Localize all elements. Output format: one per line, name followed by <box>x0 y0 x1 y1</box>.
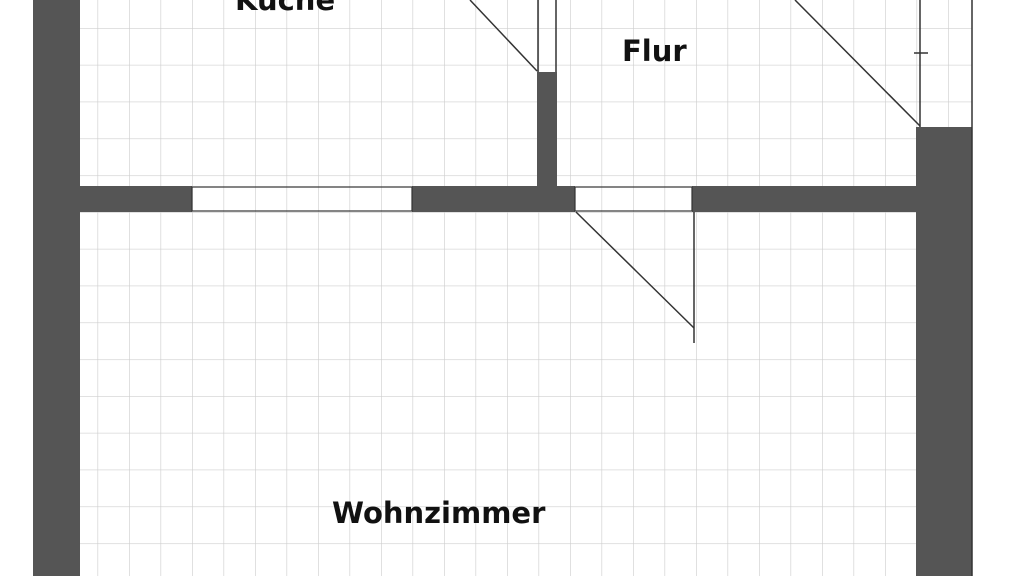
room-label-hallway: Flur <box>622 34 687 68</box>
middle-wall-right <box>692 186 916 212</box>
kitchen-hall-wall <box>537 72 557 186</box>
room-label-kitchen: Küche <box>235 0 335 17</box>
left-outer-wall <box>33 0 80 576</box>
window-opening <box>191 186 413 212</box>
middle-wall-center <box>412 186 575 212</box>
room-label-living-room: Wohnzimmer <box>332 496 546 530</box>
middle-wall-left <box>80 186 192 212</box>
door-swing-entrance <box>794 0 921 127</box>
door-swing-living <box>575 211 695 329</box>
door-opening-living <box>574 186 693 212</box>
right-outer-wall <box>916 127 972 576</box>
door-swing-kitchen <box>469 0 538 72</box>
